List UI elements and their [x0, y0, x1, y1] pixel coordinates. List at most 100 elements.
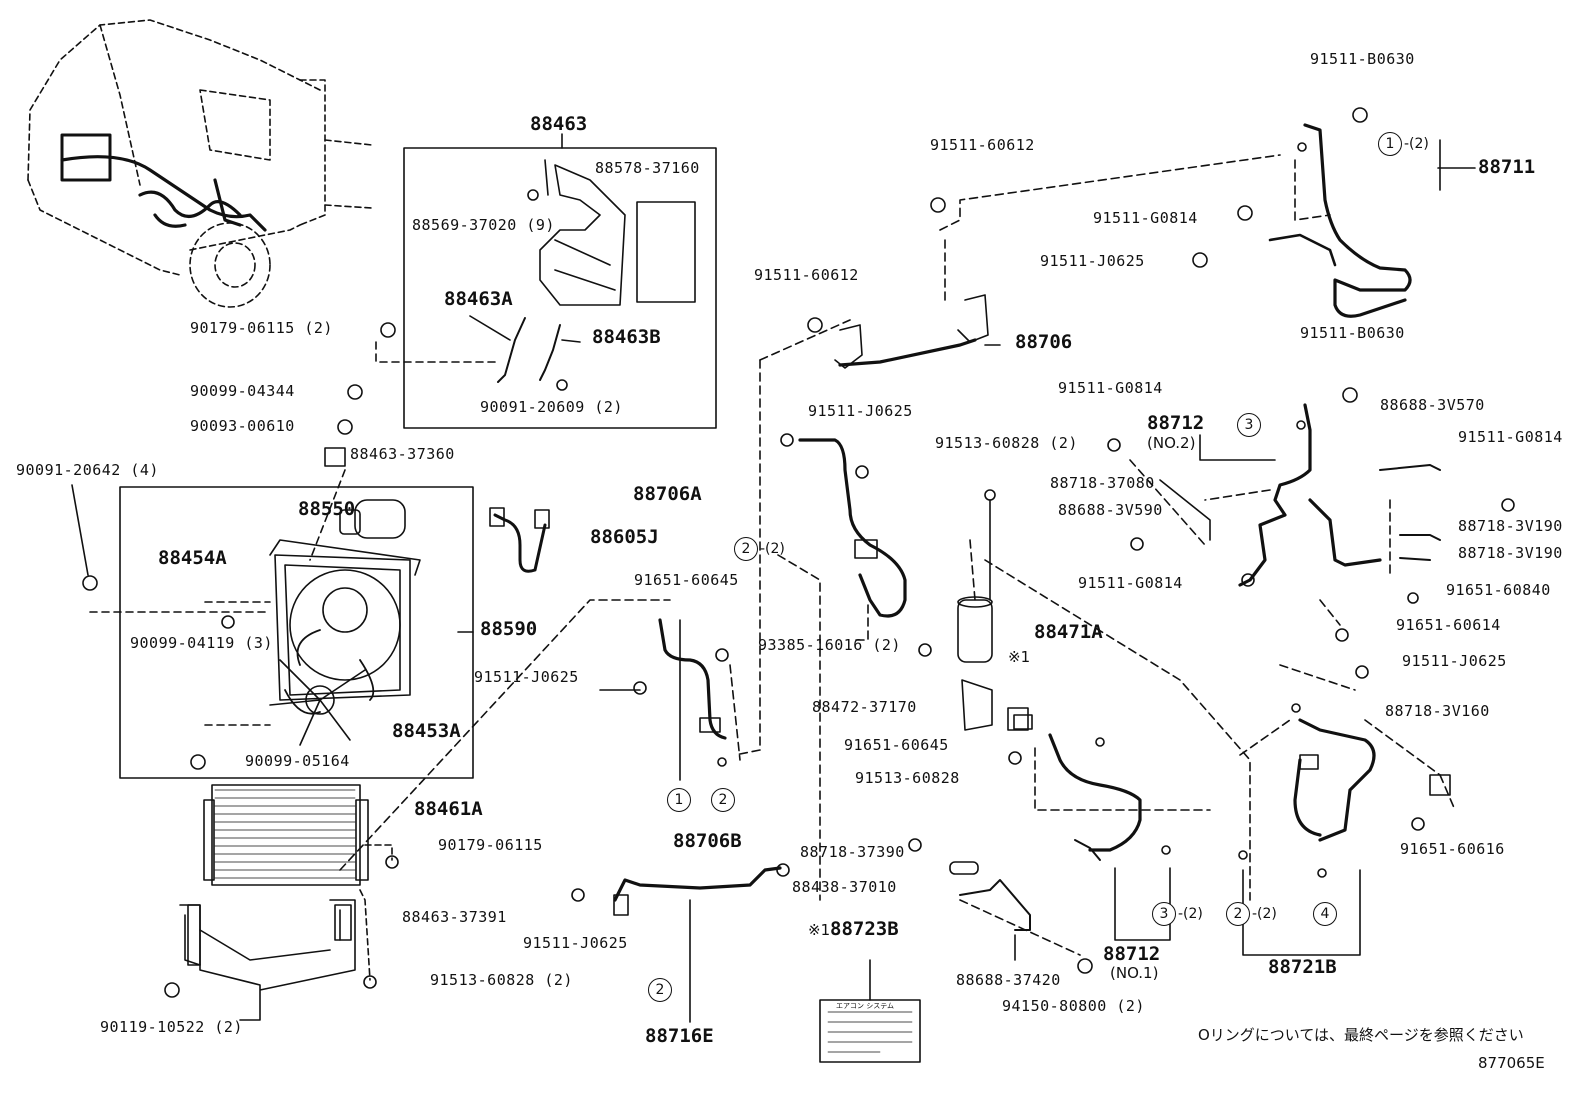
callout-2-bottom: 2 — [1226, 902, 1250, 926]
label-88590: 88590 — [480, 618, 538, 640]
tube-88706B — [658, 618, 729, 767]
label-90091-20609: 90091-20609 (2) — [480, 398, 623, 416]
callout-3-mid: 3 — [1237, 413, 1261, 437]
callout-2-88706B: 2 — [711, 788, 735, 812]
label-88712-no2: (NO.2) — [1147, 434, 1196, 452]
label-91511-B0630-top: 91511-B0630 — [1310, 50, 1415, 68]
callout-2-88716E: 2 — [648, 978, 672, 1002]
label-note-mark: ※1 — [1008, 648, 1031, 666]
label-88718-3V190-b: 88718-3V190 — [1458, 544, 1563, 562]
label-88718-37390: 88718-37390 — [800, 843, 905, 861]
label-91511-J0625-d: 91511-J0625 — [1402, 652, 1507, 670]
label-note-mark-2: ※1 — [808, 921, 831, 939]
label-91511-G0814-a: 91511-G0814 — [1093, 209, 1198, 227]
tube-88716E — [571, 863, 790, 916]
callout-1-88706B: 1 — [667, 788, 691, 812]
label-91513-60828-b: 91513-60828 (2) — [430, 971, 573, 989]
label-90091-20642: 90091-20642 (4) — [16, 461, 159, 479]
label-91511-B0630-mid: 91511-B0630 — [1300, 324, 1405, 342]
label-card-title: エアコン システム — [836, 1002, 895, 1010]
label-88578-37160: 88578-37160 — [595, 159, 700, 177]
label-91511-G0814-b: 91511-G0814 — [1058, 379, 1163, 397]
label-88721B: 88721B — [1268, 956, 1337, 978]
label-91651-60645-a: 91651-60645 — [634, 571, 739, 589]
label-88463-37391: 88463-37391 — [402, 908, 507, 926]
label-90119-10522: 90119-10522 (2) — [100, 1018, 243, 1036]
label-91511-J0625-e: 91511-J0625 — [523, 934, 628, 952]
callout-2-left: 2 — [734, 537, 758, 561]
receiver-drier — [918, 489, 1033, 731]
condenser-core — [203, 784, 369, 886]
label-88550: 88550 — [298, 498, 356, 520]
label-88716E: 88716E — [645, 1025, 714, 1047]
callout-1-top-qty: -(2) — [1404, 136, 1429, 152]
label-91513-60828-2: 91513-60828 (2) — [935, 434, 1078, 452]
callout-2-bottom-qty: -(2) — [1252, 906, 1277, 922]
label-91651-60840: 91651-60840 — [1446, 581, 1551, 599]
label-88706B: 88706B — [673, 830, 742, 852]
callout-3-bottom-qty: -(2) — [1178, 906, 1203, 922]
label-88605J: 88605J — [590, 526, 659, 548]
label-91511-60612-a: 91511-60612 — [930, 136, 1035, 154]
label-91511-J0625-a: 91511-J0625 — [1040, 252, 1145, 270]
label-94150-80800: 94150-80800 (2) — [1002, 997, 1145, 1015]
label-88463A: 88463A — [444, 288, 513, 310]
tube-88711 — [1192, 107, 1412, 318]
label-88712-no1: (NO.1) — [1110, 964, 1159, 982]
label-91513-60828: 91513-60828 — [855, 769, 960, 787]
footer-note: Oリングについては、最終ページを参照ください — [1198, 1026, 1524, 1044]
tube-88712-no1 — [1008, 733, 1171, 861]
label-91651-60645-b: 91651-60645 — [844, 736, 949, 754]
callout-2-left-qty: -(2) — [760, 541, 785, 557]
label-93385-16016: 93385-16016 (2) — [758, 636, 901, 654]
tube-88712-no2 — [1107, 387, 1382, 587]
label-88438-37010: 88438-37010 — [792, 878, 897, 896]
label-88706: 88706 — [1015, 331, 1073, 353]
label-88463-37360: 88463-37360 — [350, 445, 455, 463]
truck-cab-illustration — [27, 19, 373, 308]
tube-88706 — [807, 197, 1001, 369]
label-91651-60614: 91651-60614 — [1396, 616, 1501, 634]
label-88569-37020: 88569-37020 (9) — [412, 216, 555, 234]
label-88711: 88711 — [1478, 156, 1536, 178]
label-88453A: 88453A — [392, 720, 461, 742]
label-88712-no1-num: 88712 — [1103, 943, 1161, 965]
tube-88721B — [1238, 703, 1376, 878]
label-card-88723B — [819, 959, 921, 1063]
label-90099-05164: 90099-05164 — [245, 752, 350, 770]
label-88472-37170: 88472-37170 — [812, 698, 917, 716]
label-91511-G0814-d: 91511-G0814 — [1078, 574, 1183, 592]
label-88463B: 88463B — [592, 326, 661, 348]
tube-88706A — [780, 433, 907, 618]
label-90179-06115: 90179-06115 — [438, 836, 543, 854]
label-90093-00610: 90093-00610 — [190, 417, 295, 435]
label-88723B: 88723B — [830, 918, 899, 940]
label-88688-37420: 88688-37420 — [956, 971, 1061, 989]
label-88688-3V590: 88688-3V590 — [1058, 501, 1163, 519]
label-88718-3V160: 88718-3V160 — [1385, 702, 1490, 720]
label-91511-G0814-c: 91511-G0814 — [1458, 428, 1563, 446]
label-91511-60612-b: 91511-60612 — [754, 266, 859, 284]
callout-1-top: 1 — [1378, 132, 1402, 156]
label-88712-no2-num: 88712 — [1147, 412, 1205, 434]
label-91651-60616: 91651-60616 — [1400, 840, 1505, 858]
label-88461A: 88461A — [414, 798, 483, 820]
label-88471A: 88471A — [1034, 621, 1103, 643]
label-90099-04344: 90099-04344 — [190, 382, 295, 400]
condenser-bracket — [164, 899, 377, 1021]
label-88706A: 88706A — [633, 483, 702, 505]
label-88718-37080: 88718-37080 — [1050, 474, 1155, 492]
label-88688-3V570: 88688-3V570 — [1380, 396, 1485, 414]
callout-3-bottom: 3 — [1152, 902, 1176, 926]
label-90099-04119: 90099-04119 (3) — [130, 634, 273, 652]
label-91511-J0625-b: 91511-J0625 — [808, 402, 913, 420]
label-91511-J0625-c: 91511-J0625 — [474, 668, 579, 686]
label-88718-3V190-a: 88718-3V190 — [1458, 517, 1563, 535]
label-88463: 88463 — [530, 113, 588, 135]
figure-code: 877065E — [1478, 1054, 1545, 1072]
callout-4-bottom: 4 — [1313, 902, 1337, 926]
label-90179-06115-2: 90179-06115 (2) — [190, 319, 333, 337]
bracket-88463-box — [403, 133, 717, 429]
